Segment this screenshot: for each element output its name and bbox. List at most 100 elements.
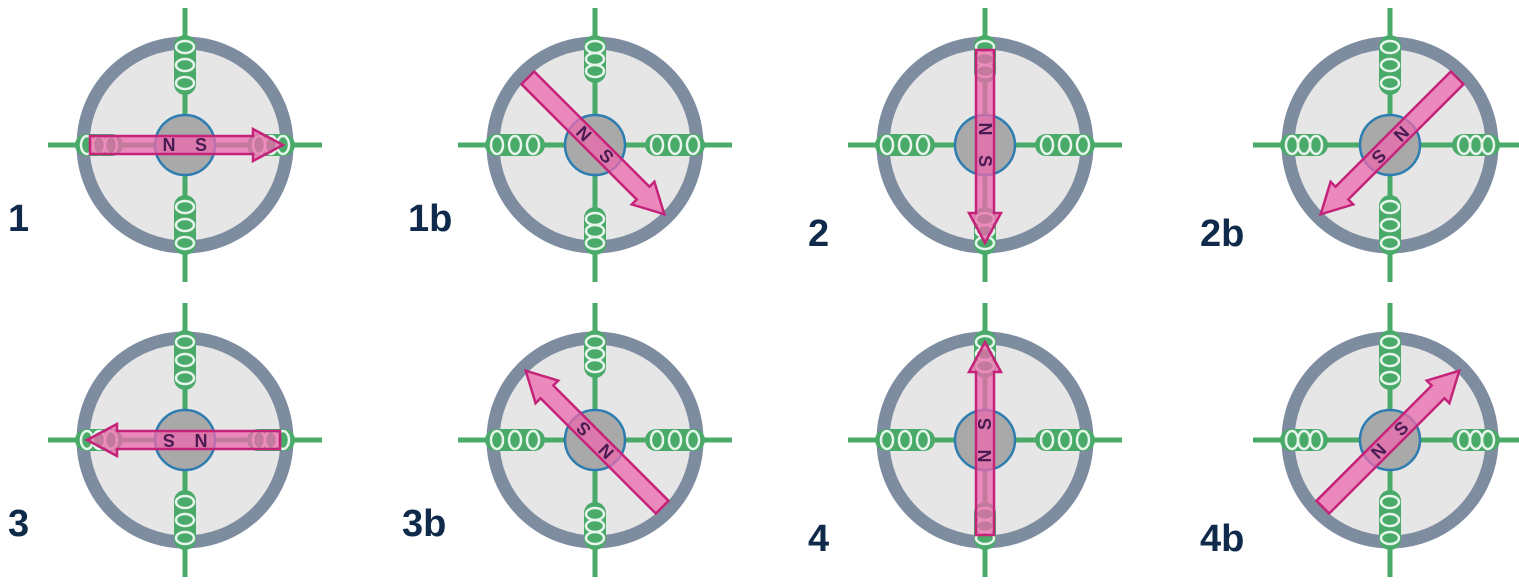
coil-loop [507, 429, 523, 451]
coil-loop [584, 358, 606, 374]
coil-body [1280, 134, 1328, 156]
coil-body [645, 134, 705, 156]
coil-loop [897, 134, 913, 156]
coil-loop [174, 57, 196, 73]
coil-loop [685, 134, 701, 156]
coil-loop [1480, 134, 1496, 156]
coil-loop [489, 134, 505, 156]
coil-loop [174, 530, 196, 546]
step-label: 3 [8, 503, 30, 545]
motor-step-4b: NS [1253, 303, 1519, 577]
coil-loop [1379, 217, 1401, 233]
coil-body [485, 429, 545, 451]
coil-winding [174, 195, 196, 255]
coil-body [1379, 35, 1401, 95]
coil-winding [1280, 134, 1328, 156]
coil-loop [1057, 134, 1073, 156]
coil-loop [489, 429, 505, 451]
coil-winding [1379, 195, 1401, 255]
magnet-bar [519, 69, 667, 217]
magnet-arrow: NS [523, 368, 671, 516]
coil-loop [897, 429, 913, 451]
coil-winding [485, 429, 545, 451]
coil-winding [584, 35, 606, 83]
coil-loop [584, 235, 606, 251]
coil-loop [1379, 512, 1401, 528]
coil-loop [1379, 39, 1401, 55]
coil-loop [1075, 134, 1091, 156]
coil-winding [1035, 134, 1095, 156]
coil-loop [667, 429, 683, 451]
coil-winding [1379, 490, 1401, 550]
coil-loop [1379, 530, 1401, 546]
coil-winding [875, 134, 935, 156]
motor-step-3: NS [48, 303, 322, 577]
coil-loop [1308, 134, 1324, 156]
coil-loop [174, 370, 196, 386]
coil-winding [485, 134, 545, 156]
coil-loop [1379, 370, 1401, 386]
coil-body [174, 195, 196, 255]
motor-step-2: NS [848, 8, 1122, 282]
coil-body [584, 207, 606, 255]
coil-body [485, 134, 545, 156]
coil-loop [174, 352, 196, 368]
step-label: 2b [1200, 213, 1245, 255]
motor-step-1b: NS [458, 8, 732, 282]
coil-winding [584, 207, 606, 255]
step-label: 1 [8, 198, 30, 240]
coil-loop [1379, 334, 1401, 350]
coil-loop [915, 134, 931, 156]
step-label: 4b [1200, 518, 1245, 560]
coil-winding [1379, 35, 1401, 95]
coil-winding [584, 330, 606, 378]
coil-body [174, 35, 196, 95]
coil-winding [584, 502, 606, 550]
coil-body [1452, 134, 1500, 156]
coil-loop [1379, 494, 1401, 510]
coil-loop [584, 63, 606, 79]
coil-loop [879, 429, 895, 451]
magnet-arrow: NS [966, 48, 1004, 246]
coil-winding [174, 330, 196, 390]
coil-winding [1280, 429, 1328, 451]
coil-winding [174, 35, 196, 95]
coil-winding [1452, 134, 1500, 156]
magnet-arrow: NS [966, 339, 1004, 537]
coil-loop [1057, 429, 1073, 451]
coil-loop [879, 134, 895, 156]
magnet-arrow: NS [1314, 368, 1462, 516]
south-pole-label: S [163, 430, 175, 450]
coil-body [645, 429, 705, 451]
coil-loop [525, 429, 541, 451]
magnet-bar [84, 421, 282, 459]
magnet-bar [966, 339, 1004, 537]
coil-body [1379, 490, 1401, 550]
coil-loop [507, 134, 523, 156]
coil-winding [1035, 429, 1095, 451]
magnet-bar [1314, 368, 1462, 516]
south-pole-label: S [975, 418, 995, 430]
coil-body [1035, 134, 1095, 156]
coil-body [875, 134, 935, 156]
coil-loop [174, 39, 196, 55]
coil-loop [1379, 199, 1401, 215]
step-label: 3b [402, 503, 447, 545]
coil-winding [875, 429, 935, 451]
coil-loop [1039, 134, 1055, 156]
coil-loop [1379, 352, 1401, 368]
coil-loop [1039, 429, 1055, 451]
coil-loop [174, 75, 196, 91]
motor-step-3b: NS [458, 303, 732, 577]
coil-body [174, 330, 196, 390]
magnet-bar [966, 48, 1004, 246]
coil-loop [1308, 429, 1324, 451]
step-label: 4 [808, 518, 830, 560]
coil-body [1452, 429, 1500, 451]
coil-body [174, 490, 196, 550]
coil-winding [645, 429, 705, 451]
